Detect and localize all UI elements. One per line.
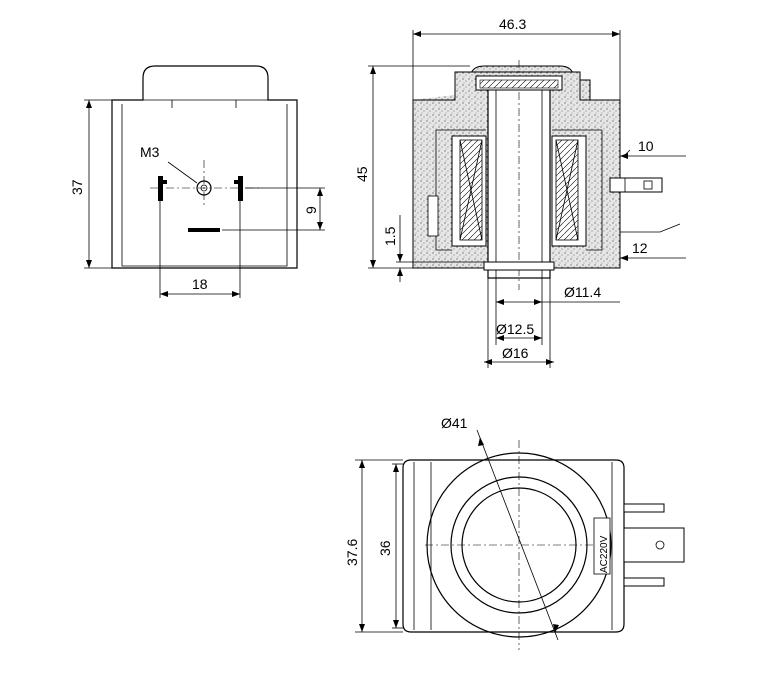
pin-offset-label: 9 xyxy=(303,206,319,214)
terminal-top xyxy=(623,503,665,513)
inner-height-label: 36 xyxy=(377,540,393,556)
terminal-middle xyxy=(623,527,685,563)
sleeve-label: Ø12.5 xyxy=(496,321,534,337)
base-label: 1.5 xyxy=(382,226,398,246)
height-label: 37 xyxy=(69,179,85,195)
pin-ground xyxy=(188,228,220,232)
terminal-blade xyxy=(609,177,663,193)
flange-label: Ø16 xyxy=(502,345,529,361)
pin-spacing-label: 18 xyxy=(192,276,208,292)
front-view-inner-outline xyxy=(121,104,288,267)
terminal-bottom xyxy=(623,577,665,587)
bottom-flange xyxy=(483,261,555,271)
bore-label: Ø11.4 xyxy=(564,284,601,300)
thread-label: M3 xyxy=(140,144,160,160)
height-label-45: 45 xyxy=(354,166,370,182)
voltage-label: AC220V xyxy=(599,535,610,573)
section-view: 46.3 45 1.5 10 12 Ø11.4 xyxy=(354,16,686,368)
outer-height-label: 37.6 xyxy=(344,539,360,566)
front-view-housing xyxy=(111,65,298,269)
pin-left xyxy=(158,176,163,201)
top-view: Ø41 AC220V 37.6 36 xyxy=(344,415,685,650)
outer-circle xyxy=(426,452,612,638)
top-view-housing xyxy=(402,459,625,633)
voltage-box xyxy=(593,517,611,575)
terminal-top-label: 10 xyxy=(638,138,654,154)
m3-screw xyxy=(196,180,212,196)
terminal-bottom-label: 12 xyxy=(632,240,648,256)
pin-right xyxy=(238,176,243,201)
diameter-label: Ø41 xyxy=(441,415,468,431)
front-view: M3 37 18 9 xyxy=(69,65,325,298)
width-label: 46.3 xyxy=(499,16,526,32)
